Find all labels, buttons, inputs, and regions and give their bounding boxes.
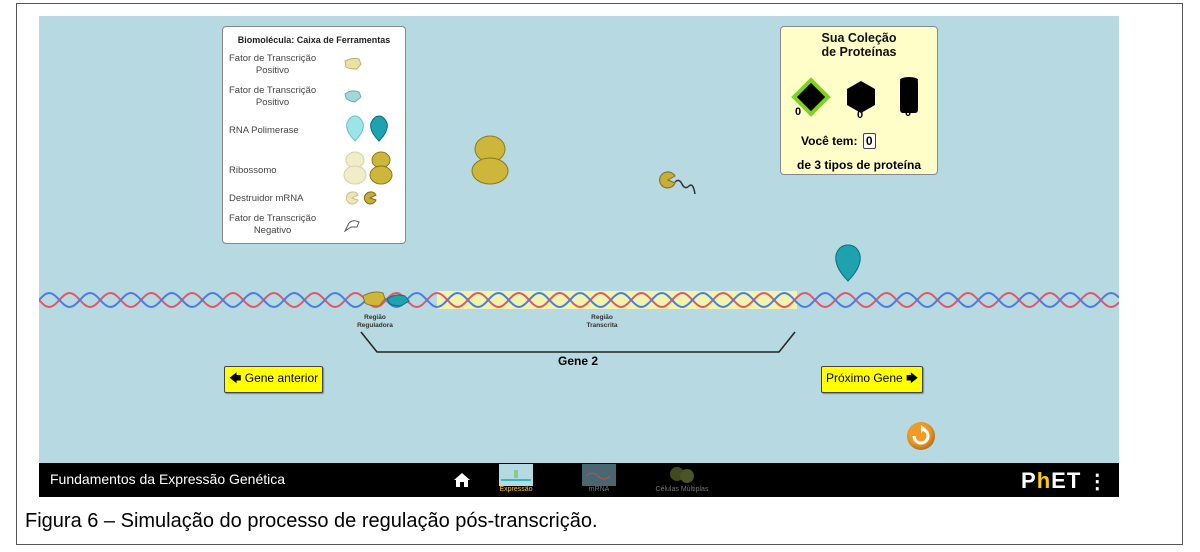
mrna-destroyer-floating[interactable] xyxy=(657,168,697,198)
ribosome-light-icon[interactable] xyxy=(343,151,367,185)
biomolecule-toolbox: Biomolécula: Caixa de Ferramentas Fator … xyxy=(222,26,406,244)
figure-caption: Figura 6 – Simulação do processo de regu… xyxy=(25,510,598,532)
menu-dots-icon[interactable]: ⋮ xyxy=(1087,471,1109,493)
ribosome-floating[interactable] xyxy=(470,134,510,186)
you-have-row: Você tem: 0 xyxy=(801,133,876,149)
toolbox-label-positive-tf-2: Fator de Transcrição Positivo xyxy=(229,85,317,108)
navigation-bar: Fundamentos da Expressão Genética Expres… xyxy=(39,463,1119,497)
toolbox-label-negative-tf: Fator de Transcrição Negativo xyxy=(229,213,317,236)
next-gene-button[interactable]: Próximo Gene 🡆 xyxy=(821,366,924,393)
arrow-left-icon: 🡄 xyxy=(229,371,242,385)
you-have-label: Você tem: xyxy=(801,134,858,148)
hexagon-protein-count: 0 xyxy=(857,109,864,121)
tab-mrna[interactable]: mRNA xyxy=(579,464,619,493)
dna-strand[interactable] xyxy=(39,286,1119,316)
reset-button[interactable] xyxy=(907,422,935,450)
toolbox-label-ribosome: Ribossomo xyxy=(229,165,277,176)
collection-title: Sua Coleção de Proteínas xyxy=(821,31,897,59)
mrna-destroyer-light-icon[interactable] xyxy=(345,191,359,205)
gene-label: Gene 2 xyxy=(558,354,599,368)
positive-transcription-factor-icon[interactable] xyxy=(343,57,363,71)
cylinder-protein-count: 0 xyxy=(905,107,912,119)
multiple-cells-screen-icon xyxy=(670,467,694,483)
negative-transcription-factor-icon[interactable] xyxy=(343,219,361,233)
toolbox-label-mrna-destroyer: Destruidor mRNA xyxy=(229,193,304,204)
tab-expression[interactable]: Expressão xyxy=(491,464,541,493)
home-icon[interactable] xyxy=(453,472,471,488)
sim-title: Fundamentos da Expressão Genética xyxy=(50,471,286,487)
diamond-protein-icon xyxy=(791,77,831,117)
toolbox-label-positive-tf-1: Fator de Transcrição Positivo xyxy=(229,53,317,76)
regulatory-region-label: Região Reguladora xyxy=(357,314,393,329)
diamond-protein-count: 0 xyxy=(795,106,802,118)
arrow-right-icon: 🡆 xyxy=(906,371,919,385)
rna-polymerase-icon[interactable] xyxy=(369,115,389,143)
toolbox-label-rna-polymerase: RNA Polimerase xyxy=(229,125,299,136)
protein-types-label: de 3 tipos de proteína xyxy=(796,158,922,172)
teal-factor-bound[interactable] xyxy=(385,292,411,308)
mrna-destroyer-icon[interactable] xyxy=(363,191,377,205)
positive-factor-bound[interactable] xyxy=(361,290,387,308)
mrna-screen-icon xyxy=(582,464,616,486)
transcribed-region-label: Região Transcrita xyxy=(586,314,618,329)
toolbox-title: Biomolécula: Caixa de Ferramentas xyxy=(237,35,391,45)
hexagon-protein-icon xyxy=(847,81,875,113)
ribosome-icon[interactable] xyxy=(369,151,393,185)
tab-multiple-cells[interactable]: Células Múltiplas xyxy=(642,464,722,493)
positive-transcription-factor-teal-icon[interactable] xyxy=(343,89,363,103)
expression-screen-icon xyxy=(499,464,533,486)
reset-icon xyxy=(912,425,930,445)
cylinder-protein-icon xyxy=(900,77,918,113)
protein-collection-panel: Sua Coleção de Proteínas 0 0 0 Você tem:… xyxy=(780,26,938,175)
phet-logo[interactable]: PhET⋮ xyxy=(1021,468,1109,493)
rna-polymerase-floating[interactable] xyxy=(833,243,863,283)
you-have-value: 0 xyxy=(862,133,876,149)
figure-frame xyxy=(16,3,1183,545)
rna-polymerase-light-icon[interactable] xyxy=(345,115,365,143)
simulation-canvas: Biomolécula: Caixa de Ferramentas Fator … xyxy=(39,16,1119,463)
gene-bracket xyxy=(360,331,796,353)
previous-gene-button[interactable]: 🡄 Gene anterior xyxy=(224,366,324,393)
